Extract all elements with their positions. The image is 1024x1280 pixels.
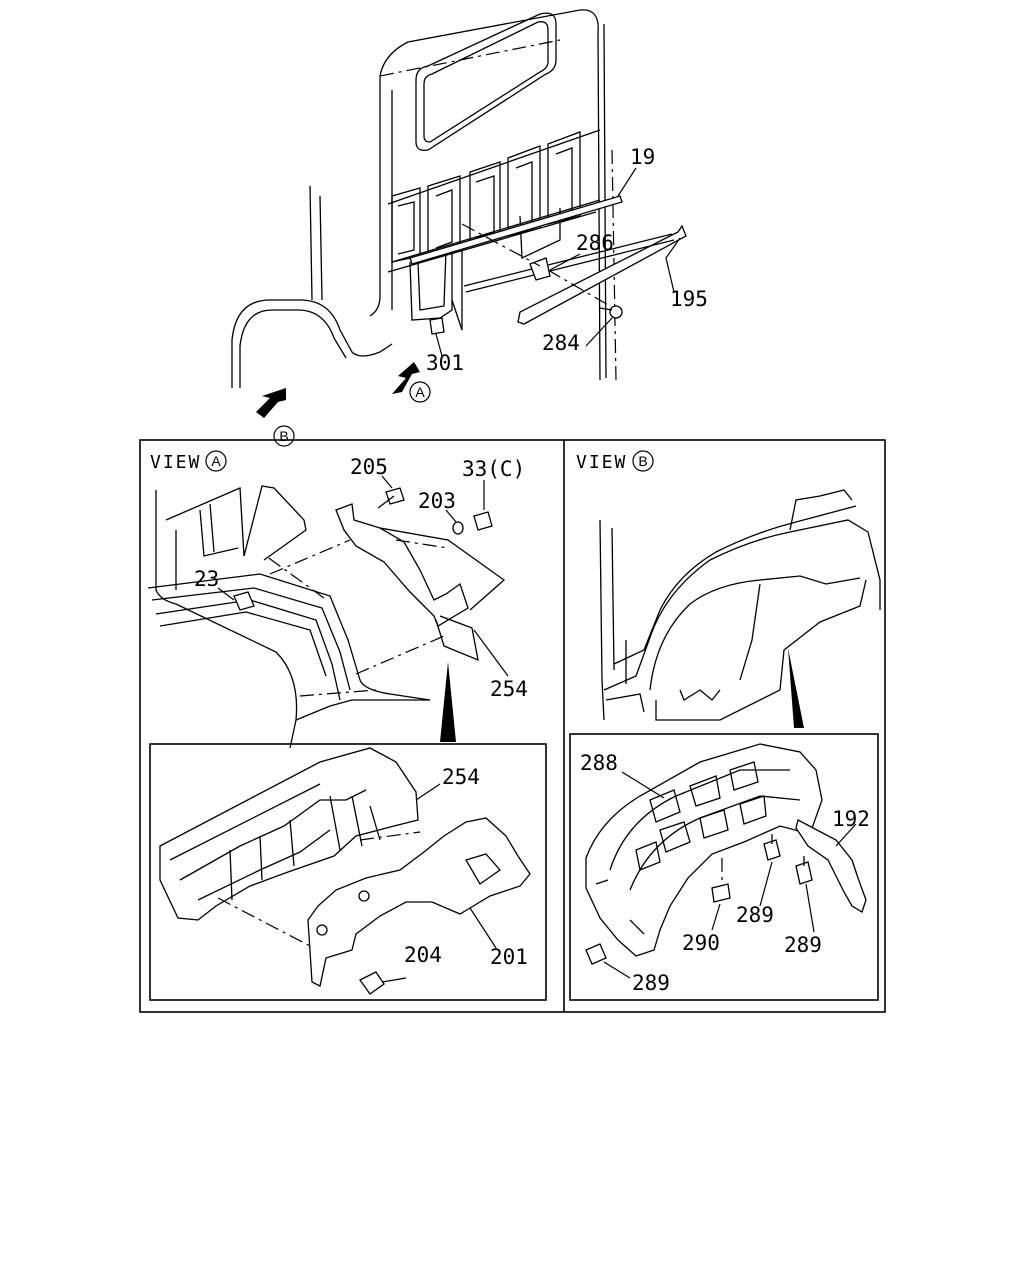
part-19-strip xyxy=(409,195,623,265)
view-b-panel: VIEW B xyxy=(569,450,881,1001)
callout-19: 19 xyxy=(630,145,655,169)
view-b-marker: B xyxy=(638,453,647,469)
view-a-panel: VIEW A xyxy=(147,450,547,1001)
part-33c-bolt xyxy=(473,511,493,531)
part-288-liner xyxy=(585,743,823,957)
part-195-bracket xyxy=(517,224,687,325)
part-192-bracket xyxy=(795,819,867,913)
part-204-screw xyxy=(359,971,385,995)
part-289-clip-c xyxy=(585,943,607,965)
view-b-title: VIEW B xyxy=(576,450,654,473)
view-b-inset xyxy=(569,733,879,1001)
callout-301: 301 xyxy=(426,351,464,375)
callout-195: 195 xyxy=(670,287,708,311)
part-284-screw xyxy=(599,305,623,319)
callout-289-a: 289 xyxy=(736,903,774,927)
callout-203: 203 xyxy=(418,489,456,513)
callout-201: 201 xyxy=(490,945,528,969)
view-arrow-a: A xyxy=(392,362,431,403)
callout-254-lower: 254 xyxy=(442,765,480,789)
part-201-bracket xyxy=(307,817,531,987)
part-205-screw xyxy=(377,487,405,509)
view-b-title-text: VIEW xyxy=(576,452,627,473)
callout-289-c: 289 xyxy=(632,971,670,995)
callout-290: 290 xyxy=(682,931,720,955)
arrow-a-label: A xyxy=(415,384,425,400)
inset-assembly-254 xyxy=(159,747,419,921)
callout-33c: 33(C) xyxy=(462,457,525,481)
view-a-title: VIEW A xyxy=(150,450,227,473)
part-290-grommet xyxy=(711,858,731,903)
callout-204: 204 xyxy=(404,943,442,967)
view-a-inset xyxy=(149,743,547,1001)
views-frame xyxy=(139,439,886,1013)
view-b-zoom-pointer xyxy=(788,648,804,728)
callout-289-b: 289 xyxy=(784,933,822,957)
view-a-marker: A xyxy=(211,453,221,469)
callout-205: 205 xyxy=(350,455,388,479)
arrow-b-label: B xyxy=(279,428,288,444)
view-a-zoom-pointer xyxy=(440,662,456,742)
callout-286: 286 xyxy=(576,231,614,255)
callout-254-upper: 254 xyxy=(490,677,528,701)
callout-192: 192 xyxy=(832,807,870,831)
part-289-clip-a xyxy=(763,834,781,861)
callout-288: 288 xyxy=(580,751,618,775)
view-arrow-b: B xyxy=(256,388,295,447)
callout-284: 284 xyxy=(542,331,580,355)
part-286-clip xyxy=(529,257,551,281)
callout-23: 23 xyxy=(194,567,219,591)
part-254-upper xyxy=(335,503,469,627)
part-301-clip xyxy=(429,317,445,335)
cab-rear-overview: A B 19 286 195 284 301 xyxy=(231,9,708,447)
part-289-clip-b xyxy=(795,856,813,885)
part-23-bolt xyxy=(233,591,255,611)
part-203-washer xyxy=(452,521,464,535)
view-a-title-text: VIEW xyxy=(150,452,201,473)
